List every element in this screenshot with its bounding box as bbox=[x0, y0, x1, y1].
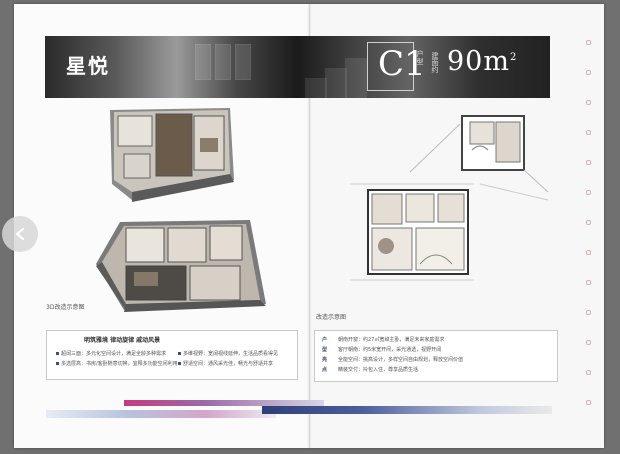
right-page-art bbox=[350, 115, 549, 281]
right-caption: 改造示意图 bbox=[316, 314, 347, 321]
feature-item: 舒适空间：通风采光佳，畅光与舒适并享 bbox=[178, 360, 273, 367]
table-value: 全能空间：挑高设计，多样空间自由规划，释放空间价值 bbox=[338, 357, 464, 363]
unit-area: 90m2 bbox=[447, 46, 517, 77]
table-key: 亮 bbox=[322, 357, 328, 363]
unit-code: C1 bbox=[378, 44, 426, 84]
feature-item: 超阔三面：多元化空间设计，满足全龄多种需求 bbox=[56, 350, 166, 357]
unit-code-frame bbox=[367, 42, 414, 91]
2d-plan-main bbox=[350, 183, 549, 281]
prev-page-button[interactable] bbox=[2, 216, 38, 252]
decor-bar-middle bbox=[124, 400, 324, 406]
2d-plan-upper bbox=[409, 115, 549, 193]
table-value: 精装交付：拎包入住，尊享品质生活 bbox=[338, 367, 419, 373]
feature-item: 多维视野：宽阔视线延伸，生活品质看得见 bbox=[178, 350, 278, 357]
left-page-art bbox=[96, 108, 266, 312]
table-key: 户 bbox=[322, 337, 328, 343]
unit-banner bbox=[45, 36, 550, 98]
area-label: 建面约 bbox=[431, 52, 439, 73]
area-value: 90m bbox=[447, 46, 510, 77]
3d-plan-upper bbox=[110, 108, 234, 202]
decor-bar-right bbox=[262, 406, 552, 414]
table-key: 型 bbox=[322, 347, 328, 353]
chevron-left-icon bbox=[15, 227, 25, 241]
area-unit-sup: 2 bbox=[509, 52, 518, 63]
left-caption: 3D改造示意图 bbox=[46, 304, 85, 311]
3d-plan-lower bbox=[96, 220, 266, 312]
unit-type-label: 户型 bbox=[416, 50, 424, 66]
left-callout-title: 明筑雅境 律动旋律 戚动风景 bbox=[84, 337, 161, 344]
right-feature-table bbox=[314, 330, 558, 382]
feature-item: 多选层高：书房/客卧随意切换，宜释多功能空间利用 bbox=[56, 360, 178, 367]
table-key: 点 bbox=[322, 367, 328, 373]
table-value: 朝南开窗：约27㎡宽绰主卧，满足未来家庭需求 bbox=[338, 337, 445, 343]
decor-bar-left bbox=[46, 410, 276, 418]
table-value: 客厅朝南：约5米宽开间，采光通透，视野开阔 bbox=[338, 347, 442, 353]
project-name: 星悦 bbox=[66, 54, 110, 78]
book-spine bbox=[309, 4, 311, 448]
